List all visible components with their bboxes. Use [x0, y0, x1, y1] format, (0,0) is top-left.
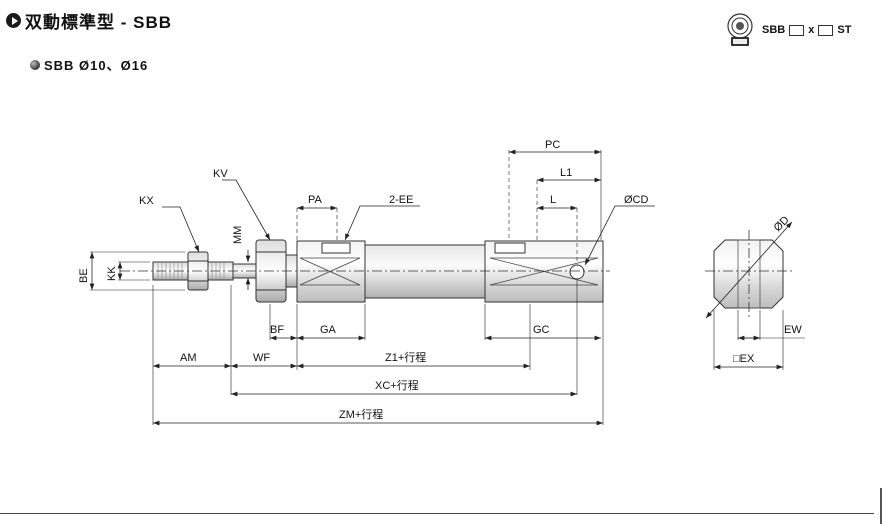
label-zm: ZM+行程	[339, 408, 383, 421]
bullet-ball-icon	[30, 59, 40, 70]
label-l: L	[550, 194, 556, 206]
bottom-divider	[0, 513, 874, 514]
side-divider	[880, 488, 882, 524]
iso-cylinder-logo-icon	[727, 13, 753, 46]
label-am: AM	[180, 352, 197, 364]
label-wf: WF	[253, 352, 270, 364]
cylinder-end-view	[705, 221, 793, 319]
model-code-series: SBB	[762, 24, 786, 36]
label-xc: XC+行程	[375, 379, 419, 392]
cylinder-side-view	[120, 239, 610, 303]
front-port	[321, 242, 351, 254]
label-be: BE	[78, 268, 90, 283]
label-kk: KK	[106, 266, 118, 281]
label-cd: ØCD	[624, 194, 649, 206]
bore-placeholder-box	[789, 24, 805, 36]
model-code: SBB x ST	[722, 12, 851, 48]
label-z1: Z1+行程	[385, 351, 426, 364]
label-pa: PA	[308, 194, 323, 206]
stroke-placeholder-box	[818, 24, 834, 36]
cylinder-tube	[364, 244, 486, 299]
label-ex: □EX	[733, 353, 755, 365]
label-bf: BF	[270, 324, 284, 336]
label-mm: MM	[232, 226, 244, 244]
label-d: ØD	[772, 214, 792, 234]
subtitle: SBB Ø10、Ø16	[30, 55, 148, 74]
label-pc: PC	[545, 139, 560, 151]
model-code-stroke: ST	[837, 24, 852, 36]
dimension-labels: KX KV MM BE KK PA 2-EE PC L1 L ØCD ØD BF…	[78, 139, 802, 421]
label-gc: GC	[533, 324, 550, 336]
dimension-lines	[89, 149, 805, 426]
page-title: 双動標準型 - SBB	[6, 8, 172, 33]
label-ew: EW	[784, 324, 802, 336]
play-circle-icon	[6, 13, 21, 28]
title-text: 双動標準型 - SBB	[25, 13, 172, 32]
model-code-separator: x	[808, 24, 815, 36]
label-kv: KV	[213, 168, 228, 180]
label-kx: KX	[139, 195, 154, 207]
rear-port	[494, 242, 526, 254]
port-cross-marks	[299, 257, 599, 286]
label-ga: GA	[320, 324, 337, 336]
subtitle-text: SBB Ø10、Ø16	[44, 58, 149, 73]
label-l1: L1	[560, 167, 572, 179]
clevis-pin-hole	[569, 264, 585, 280]
label-ee: 2-EE	[389, 194, 413, 206]
